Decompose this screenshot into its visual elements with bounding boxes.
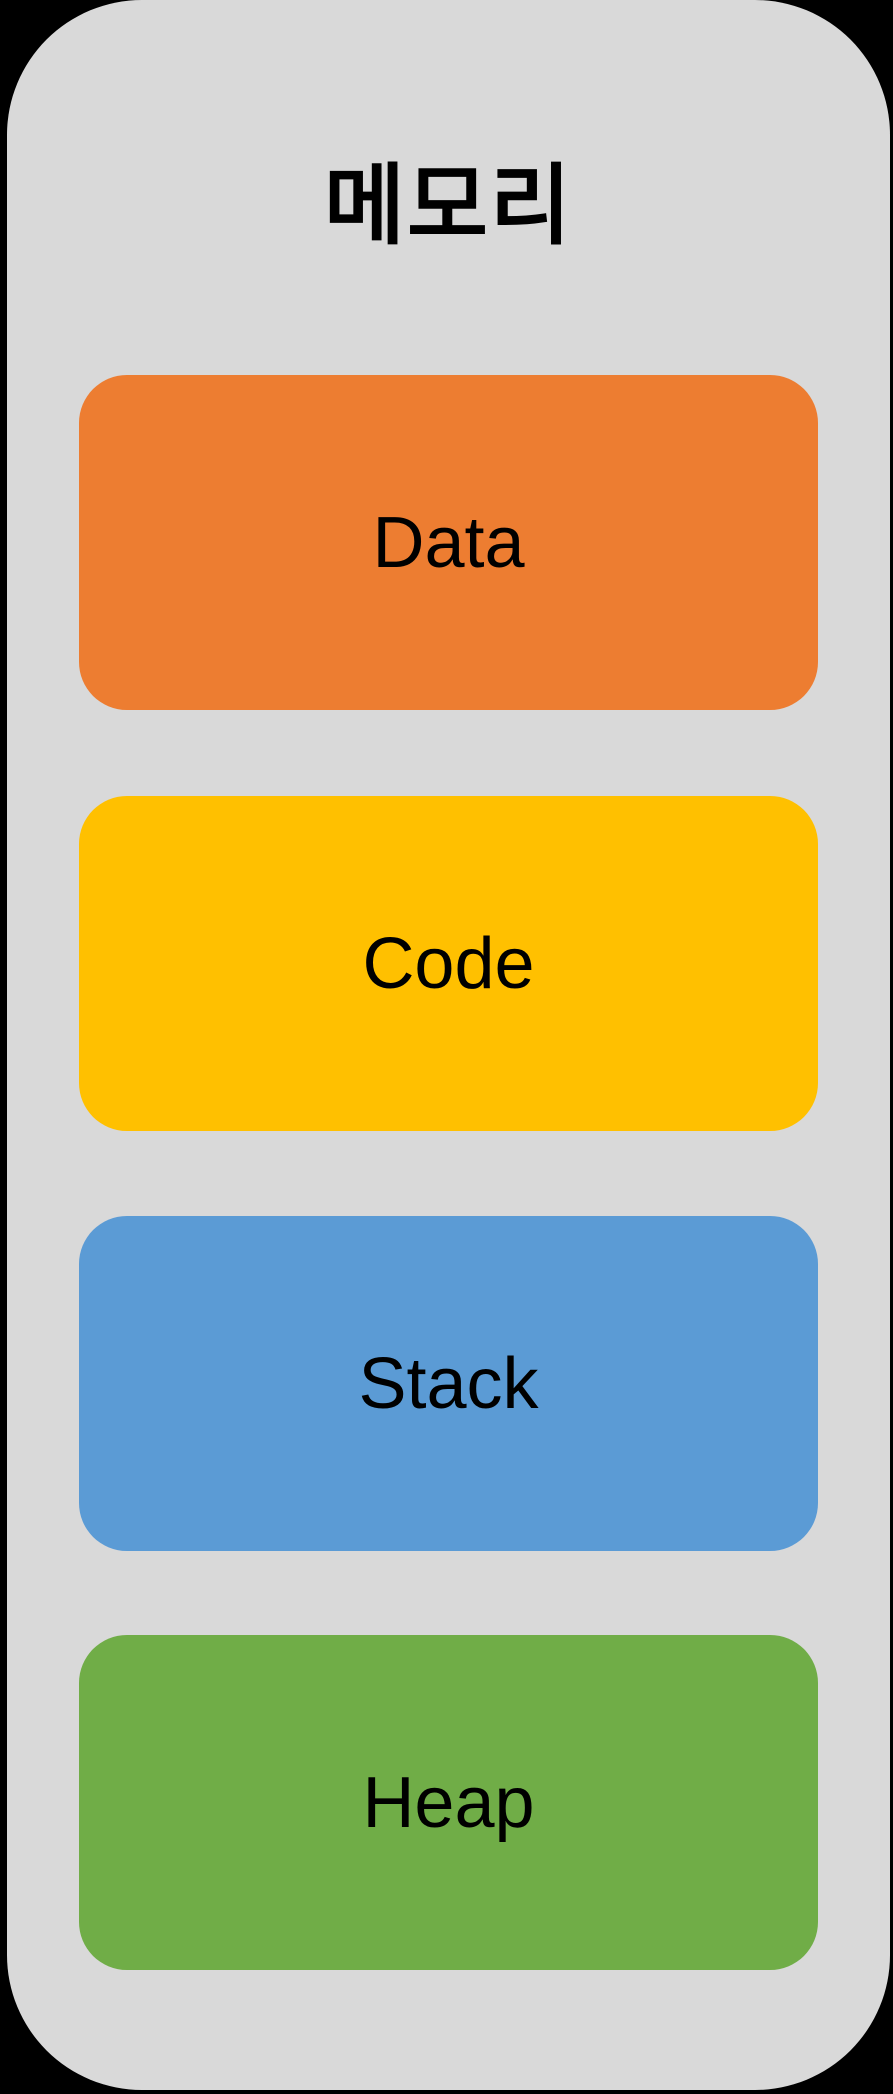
memory-block-code: Code (79, 796, 818, 1131)
block-label-data: Data (372, 502, 525, 583)
diagram-title: 메모리 (324, 156, 573, 255)
memory-block-stack: Stack (79, 1216, 818, 1551)
block-label-stack: Stack (358, 1343, 539, 1424)
block-label-code: Code (362, 923, 535, 1004)
memory-block-data: Data (79, 375, 818, 710)
memory-block-heap: Heap (79, 1635, 818, 1970)
memory-container: 메모리 Data Code Stack Heap (7, 0, 890, 2090)
block-label-heap: Heap (362, 1762, 535, 1843)
